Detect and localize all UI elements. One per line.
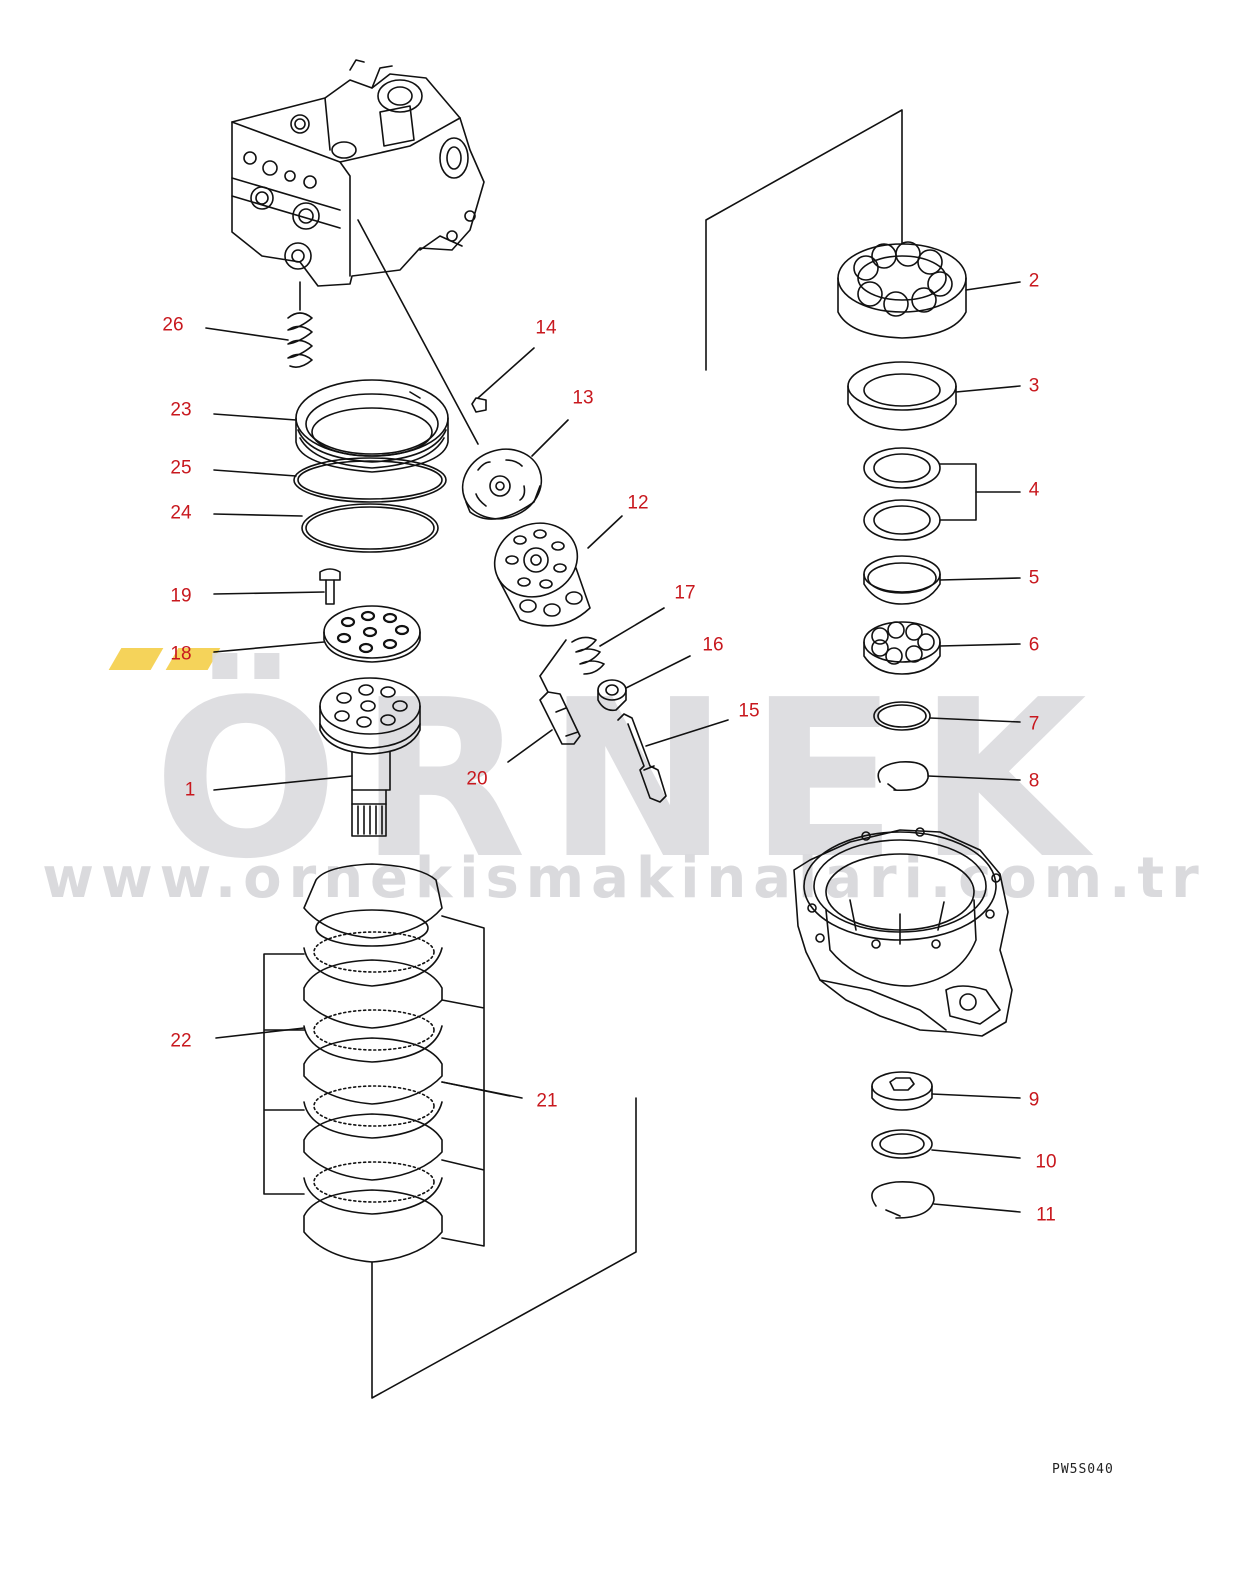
pin-15: [617, 713, 729, 803]
callout-11: 11: [1036, 1204, 1056, 1226]
callout-16: 16: [702, 634, 724, 656]
callout-25: 25: [170, 457, 192, 479]
cylinder-block-12: [493, 515, 623, 627]
callout-17: 17: [674, 582, 696, 604]
callout-12: 12: [627, 492, 649, 514]
callout-13: 13: [572, 387, 594, 409]
callout-22: 22: [170, 1030, 192, 1052]
seal-3: [847, 361, 1021, 431]
pin-14: [471, 347, 535, 413]
o-ring-25: [213, 457, 447, 503]
snap-ring-8: [877, 761, 1021, 792]
callout-24: 24: [170, 502, 192, 524]
nut-9: [871, 1071, 1021, 1111]
callout-14: 14: [535, 317, 557, 339]
bolt-19: [213, 568, 341, 605]
housing-center-line: [357, 219, 479, 445]
callout-6: 6: [1028, 634, 1040, 656]
callout-7: 7: [1028, 713, 1040, 735]
callout-21: 21: [536, 1090, 558, 1112]
callout-1: 1: [184, 779, 196, 801]
collar-16: [597, 655, 691, 712]
o-ring-24: [213, 503, 439, 553]
pin-20: [507, 639, 581, 763]
shaft-1: [213, 677, 421, 837]
callout-2: 2: [1028, 270, 1040, 292]
callout-19: 19: [170, 585, 192, 607]
piston-23: [213, 379, 449, 473]
motor-casing: [793, 827, 1013, 1037]
disc-stack: [215, 863, 637, 1399]
callout-4: 4: [1028, 479, 1040, 501]
snap-ring-11: [871, 1181, 1021, 1219]
bearing-2: [837, 241, 1021, 339]
callout-18: 18: [170, 643, 192, 665]
bearing-6: [863, 621, 1021, 675]
retainer-plate-18: [213, 605, 421, 663]
drawing-code: PW5S040: [1052, 1462, 1114, 1477]
callout-26: 26: [162, 314, 184, 336]
callout-23: 23: [170, 399, 192, 421]
callout-8: 8: [1028, 770, 1040, 792]
washer-7: [873, 701, 1021, 731]
callout-9: 9: [1028, 1089, 1040, 1111]
callout-3: 3: [1028, 375, 1040, 397]
bracket-line-top: [705, 109, 903, 371]
washer-10: [871, 1129, 1021, 1159]
callout-15: 15: [738, 700, 760, 722]
valve-plate-13: [461, 419, 569, 520]
callout-20: 20: [466, 768, 488, 790]
spring-26: [205, 281, 313, 368]
ring-5: [863, 555, 1021, 605]
callout-5: 5: [1028, 567, 1040, 589]
valve-body: [231, 59, 485, 287]
spring-17: [571, 607, 665, 675]
shims-4: [863, 447, 1021, 541]
callout-10: 10: [1035, 1151, 1057, 1173]
